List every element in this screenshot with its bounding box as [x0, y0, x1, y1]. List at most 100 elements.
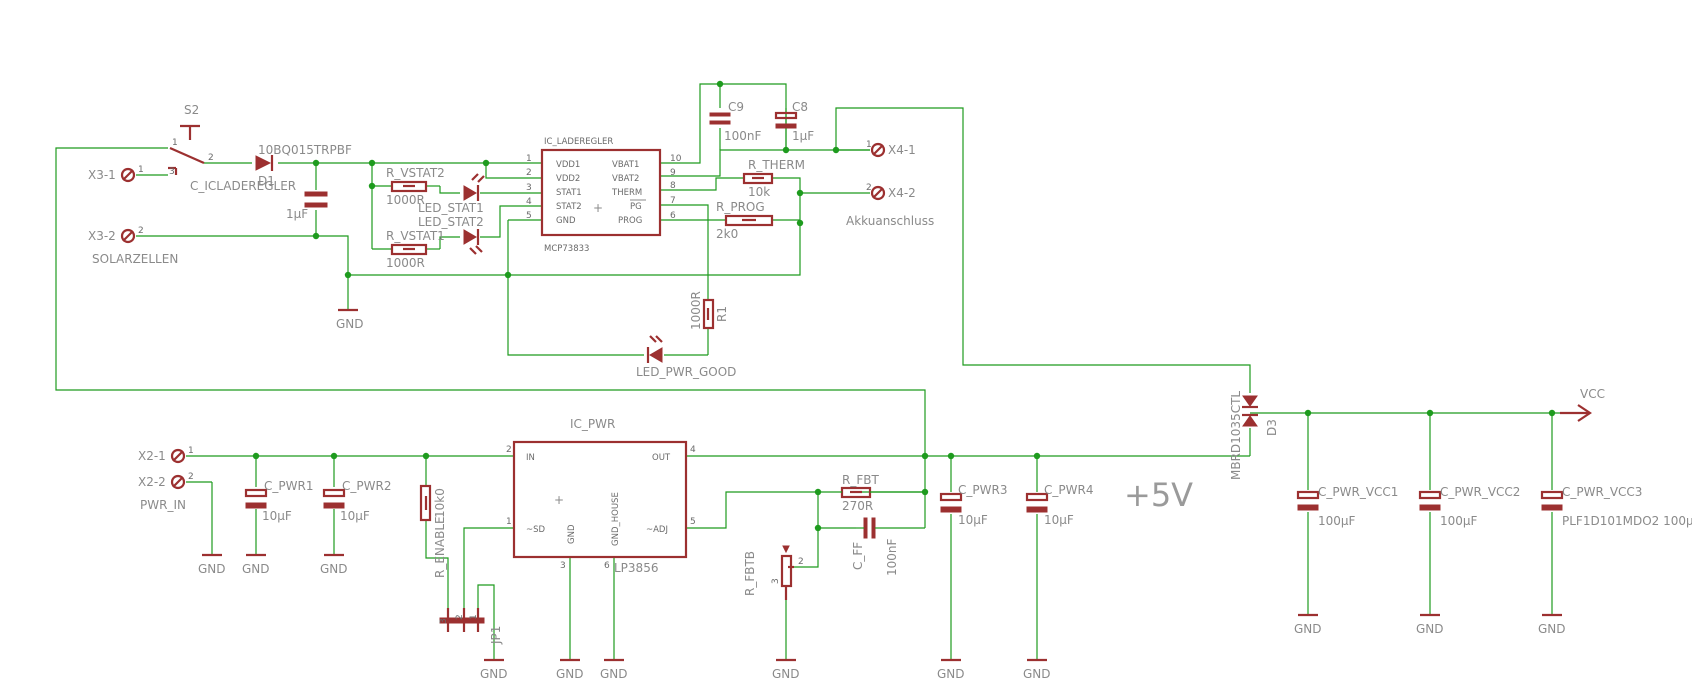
cap-c-icladeregler: C_ICLADEREGLER 1µF: [190, 179, 328, 221]
cap-c8: C8 1µF: [774, 100, 814, 143]
cap-c-pwr-vcc3: C_PWR_VCC3 PLF1D101MDO2 100µF: [1540, 485, 1692, 528]
cap-c-pwr4-value: 10µF: [1044, 513, 1074, 527]
cap-c-pwr1-name: C_PWR1: [264, 479, 313, 493]
jumper-jp1: JP1 3 2 1: [439, 608, 503, 645]
resistor-r1-value: 1000R: [689, 291, 703, 330]
solar-label: SOLARZELLEN: [92, 252, 178, 266]
terminal-x3-1-label: X3-1: [88, 168, 116, 182]
resistor-r-vstat1-value: 1000R: [386, 256, 425, 270]
ic-pwr-name: IC_PWR: [570, 417, 615, 431]
resistor-r-prog: R_PROG 2k0: [716, 200, 774, 241]
svg-text:3: 3: [169, 167, 175, 177]
svg-text:1: 1: [469, 614, 479, 620]
diode-d1-value: 10BQ015TRPBF: [258, 143, 352, 157]
svg-text:3: 3: [526, 183, 532, 193]
svg-text:GND: GND: [242, 562, 270, 576]
svg-text:GND_HOUSE: GND_HOUSE: [611, 492, 621, 546]
diode-d1-name: D1: [258, 174, 275, 188]
cap-c8-value: 1µF: [792, 129, 814, 143]
svg-text:3: 3: [560, 561, 566, 571]
svg-text:GND: GND: [1294, 622, 1322, 636]
resistor-r-vstat2: R_VSTAT2 1000R: [386, 166, 445, 207]
resistor-r-fbt-name: R_FBT: [842, 473, 879, 487]
pwr-in-label: PWR_IN: [140, 498, 186, 512]
terminal-x3-1-icon: [120, 167, 136, 183]
resistor-r-therm-value: 10k: [748, 185, 770, 199]
svg-text:2: 2: [506, 445, 512, 455]
cap-c-pwr1-value: 10µF: [262, 509, 292, 523]
cap-c9: C9 100nF: [709, 100, 762, 143]
resistor-r-vstat2-value: 1000R: [386, 193, 425, 207]
resistor-r-therm-name: R_THERM: [748, 158, 805, 172]
svg-text:6: 6: [670, 211, 676, 221]
terminal-x4-2-icon: [870, 185, 886, 201]
ic-laderegler: IC_LADEREGLER MCP73833 VDD1 VDD2 STAT1 S…: [526, 137, 682, 254]
svg-text:GND: GND: [556, 667, 584, 681]
svg-text:GND: GND: [600, 667, 628, 681]
ic-pwr: IC_PWR LP3856 IN OUT ~SD ~ADJ GND GND_HO…: [506, 417, 696, 575]
led-pwr-good: LED_PWR_GOOD: [636, 335, 736, 379]
resistor-r-fbtb: R_FBTB 2 3: [743, 545, 804, 600]
svg-text:2: 2: [138, 226, 144, 236]
svg-text:GND: GND: [198, 562, 226, 576]
diode-d3-name: D3: [1265, 419, 1279, 436]
led-pwr-good-label: LED_PWR_GOOD: [636, 365, 736, 379]
svg-text:1: 1: [138, 165, 144, 175]
ic-laderegler-name: IC_LADEREGLER: [544, 137, 613, 147]
svg-text:3: 3: [439, 618, 449, 624]
cap-c-pwr-vcc3-name: C_PWR_VCC3: [1562, 485, 1642, 499]
svg-text:THERM: THERM: [611, 188, 642, 198]
cap-c-pwr-vcc2: C_PWR_VCC2 100µF: [1418, 485, 1520, 528]
svg-text:2: 2: [798, 557, 804, 567]
svg-text:VBAT2: VBAT2: [612, 174, 639, 184]
led-stat1: LED_STAT1: [418, 173, 485, 215]
gnd-bottom: GND GND GND GND GND GND GND GND GND GND …: [198, 553, 1566, 681]
ic-pwr-part: LP3856: [614, 561, 658, 575]
cap-c-pwr2-name: C_PWR2: [342, 479, 391, 493]
resistor-r-vstat1-name: R_VSTAT1: [386, 229, 445, 243]
gnd-top: GND: [336, 308, 364, 331]
resistor-r1-name: R1: [715, 306, 729, 322]
resistor-r-vstat1: R_VSTAT1 1000R: [386, 229, 445, 270]
cap-c8-name: C8: [792, 100, 808, 114]
cap-c-pwr4-name: C_PWR4: [1044, 483, 1093, 497]
cap-c-icladeregler-value: 1µF: [286, 207, 308, 221]
svg-text:1: 1: [866, 140, 872, 150]
akku-label: Akkuanschluss: [846, 214, 934, 228]
led-stat2-label: LED_STAT2: [418, 215, 484, 229]
svg-text:GND: GND: [336, 317, 364, 331]
resistor-r-enable-value: 10k0: [433, 488, 447, 518]
svg-text:GND: GND: [1416, 622, 1444, 636]
svg-text:PROG: PROG: [618, 216, 642, 226]
svg-text:1: 1: [172, 138, 178, 148]
cap-c-pwr3: C_PWR3 10µF: [939, 483, 1007, 527]
diode-d3: MBRD1035CTL D3: [1229, 391, 1279, 480]
svg-text:9: 9: [670, 168, 676, 178]
svg-text:5: 5: [526, 211, 532, 221]
cap-c-icladeregler-name: C_ICLADEREGLER: [190, 179, 296, 193]
jumper-jp1-label: JP1: [489, 626, 503, 645]
svg-text:IN: IN: [526, 453, 535, 463]
svg-text:2: 2: [188, 472, 194, 482]
cap-c-ff-value: 100nF: [885, 538, 899, 576]
cap-c-pwr3-value: 10µF: [958, 513, 988, 527]
svg-text:1: 1: [526, 154, 532, 164]
led-stat1-label: LED_STAT1: [418, 201, 484, 215]
resistor-r1: R1 1000R: [689, 291, 729, 330]
resistor-r-fbtb-name: R_FBTB: [743, 551, 757, 596]
svg-text:GND: GND: [320, 562, 348, 576]
terminal-x3-2-label: X3-2: [88, 229, 116, 243]
svg-text:STAT2: STAT2: [556, 202, 582, 212]
resistor-r-prog-value: 2k0: [716, 227, 738, 241]
svg-text:GND: GND: [556, 216, 576, 226]
svg-text:VDD1: VDD1: [556, 160, 580, 170]
resistor-r-enable-name: R_ENABLE: [433, 516, 447, 578]
terminal-x2-1-icon: [170, 448, 186, 464]
cap-c-ff-name: C_FF: [851, 542, 865, 570]
svg-text:1: 1: [188, 446, 194, 456]
resistor-r-fbt-value: 270R: [842, 499, 873, 513]
resistor-r-enable: 10k0 R_ENABLE: [419, 484, 447, 578]
cap-c-pwr2: C_PWR2 10µF: [322, 479, 391, 523]
cap-c-pwr-vcc2-value: 100µF: [1440, 514, 1478, 528]
